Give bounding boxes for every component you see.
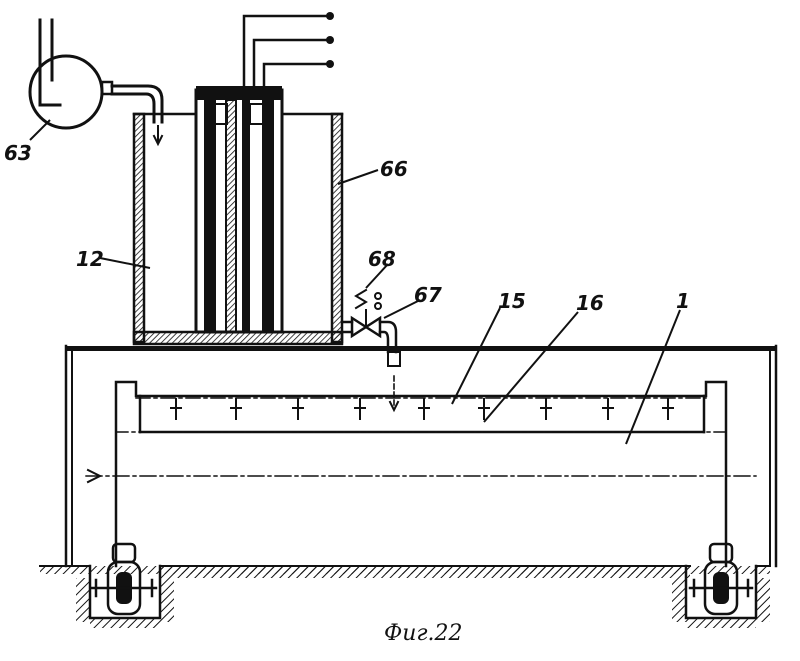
nozzle-row: [170, 398, 674, 420]
electrical-leads: [244, 12, 334, 88]
label-15: 15: [498, 289, 526, 313]
electrode-block: [196, 86, 282, 332]
floor: [40, 566, 770, 628]
label-16: 16: [576, 291, 604, 315]
figure-caption: Фиг.22: [384, 621, 463, 646]
label-1: 1: [676, 289, 690, 313]
label-68: 68: [368, 247, 396, 271]
label-63: 63: [4, 141, 32, 165]
label-66: 66: [380, 157, 408, 181]
label-67: 67: [414, 283, 442, 307]
label-12: 12: [76, 247, 104, 271]
wheel-left: [92, 544, 156, 614]
wheel-right: [690, 544, 752, 614]
conveyor-bath: [86, 382, 756, 566]
tank: [134, 114, 342, 344]
main-frame: [66, 346, 776, 566]
